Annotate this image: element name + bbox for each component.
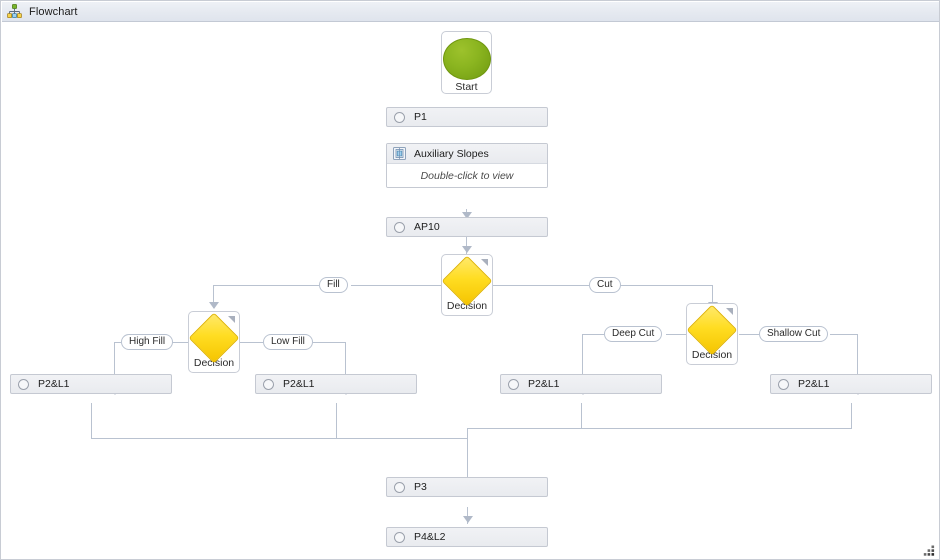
- node-p2l1-shallow-cut[interactable]: P2&L1: [770, 374, 932, 394]
- edge-label-high-fill[interactable]: High Fill: [121, 334, 174, 350]
- connector-deep-cut-down: [582, 334, 583, 394]
- connector-low-fill-a: [240, 342, 263, 343]
- connector-cut-down: [712, 285, 713, 308]
- connector-cut-right-a: [493, 285, 589, 286]
- node-p1-label: P1: [414, 111, 427, 123]
- merge-join-riser: [467, 428, 468, 438]
- auxiliary-slopes-title: Auxiliary Slopes: [414, 147, 489, 160]
- node-status-circle-icon: [394, 481, 405, 493]
- edge-label-cut[interactable]: Cut: [589, 277, 621, 293]
- arrowhead-auxiliary-to-ap10: [462, 212, 472, 219]
- collapse-corner-icon[interactable]: [481, 259, 488, 266]
- flowchart-hierarchy-icon: [7, 4, 22, 19]
- edge-label-cut-text: Cut: [597, 279, 613, 290]
- arrowhead-fill-to-decision-fill: [209, 302, 219, 309]
- arrowhead-p3-to-p4l2: [463, 516, 473, 523]
- decision-node-cut[interactable]: Decision: [686, 303, 738, 365]
- subprocess-icon: [393, 147, 406, 160]
- node-p3[interactable]: P3: [386, 477, 548, 497]
- node-p3-label: P3: [414, 481, 427, 493]
- edge-label-fill[interactable]: Fill: [319, 277, 348, 293]
- node-status-circle-icon: [508, 378, 519, 390]
- node-status-circle-icon: [778, 378, 789, 390]
- resize-grip-icon[interactable]: [923, 544, 935, 556]
- edge-label-deep-cut[interactable]: Deep Cut: [604, 326, 663, 342]
- flowchart-canvas[interactable]: Start P1 Auxiliary Slopes: [2, 22, 939, 559]
- edge-label-fill-text: Fill: [327, 279, 340, 290]
- arrowhead-ap10-to-decision: [462, 246, 472, 253]
- node-p2l1-deep-cut-label: P2&L1: [528, 378, 560, 390]
- node-p2l1-low-fill[interactable]: P2&L1: [255, 374, 417, 394]
- connector-fill-down: [213, 285, 214, 308]
- decision-node-main[interactable]: Decision: [441, 254, 493, 316]
- connector-shallow-cut-b: [830, 334, 857, 335]
- node-status-circle-icon: [263, 378, 274, 390]
- node-p4l2[interactable]: P4&L2: [386, 527, 548, 547]
- decision-node-fill[interactable]: Decision: [188, 311, 240, 373]
- connector-shallow-cut-down: [857, 334, 858, 394]
- merge-rail-right: [467, 428, 852, 429]
- edge-label-shallow-cut-text: Shallow Cut: [767, 328, 821, 339]
- decision-main-label: Decision: [446, 300, 488, 312]
- window-titlebar: Flowchart: [2, 2, 939, 22]
- start-node[interactable]: Start: [441, 31, 492, 94]
- node-p2l1-deep-cut[interactable]: P2&L1: [500, 374, 662, 394]
- merge-down-low-fill: [336, 403, 337, 438]
- node-auxiliary-slopes[interactable]: Auxiliary Slopes Double-click to view: [386, 143, 548, 188]
- node-p1[interactable]: P1: [386, 107, 548, 127]
- edge-label-low-fill-text: Low Fill: [271, 336, 305, 347]
- connector-deep-cut-a: [582, 334, 604, 335]
- merge-down-deep-cut: [581, 403, 582, 428]
- connector-deep-cut-b: [666, 334, 687, 335]
- merge-to-p3: [467, 438, 468, 487]
- connector-p3-to-p4l2: [467, 507, 468, 524]
- connector-ap10-to-decision: [466, 237, 467, 254]
- merge-rail-center: [336, 438, 467, 439]
- connector-shallow-cut-a: [739, 334, 759, 335]
- node-ap10[interactable]: AP10: [386, 217, 548, 237]
- node-p2l1-low-fill-label: P2&L1: [283, 378, 315, 390]
- decision-cut-label: Decision: [691, 349, 733, 361]
- collapse-corner-icon[interactable]: [228, 316, 235, 323]
- connector-low-fill-down: [345, 342, 346, 394]
- edge-label-shallow-cut[interactable]: Shallow Cut: [759, 326, 829, 342]
- connector-fill-left-b: [351, 285, 441, 286]
- merge-rail-left: [91, 438, 337, 439]
- edge-label-high-fill-text: High Fill: [129, 336, 166, 347]
- connector-fill-left-a: [213, 285, 319, 286]
- edge-label-deep-cut-text: Deep Cut: [612, 328, 655, 339]
- start-node-label: Start: [455, 81, 478, 93]
- auxiliary-slopes-header: Auxiliary Slopes: [387, 144, 547, 164]
- connector-high-fill-a: [114, 342, 121, 343]
- node-status-circle-icon: [18, 378, 29, 390]
- connector-high-fill-down: [114, 342, 115, 394]
- connector-high-fill-b: [166, 342, 188, 343]
- auxiliary-slopes-hint: Double-click to view: [420, 169, 514, 182]
- merge-down-shallow-cut: [851, 403, 852, 428]
- node-status-circle-icon: [394, 111, 405, 123]
- edge-label-low-fill[interactable]: Low Fill: [263, 334, 313, 350]
- node-p2l1-shallow-cut-label: P2&L1: [798, 378, 830, 390]
- node-p2l1-high-fill[interactable]: P2&L1: [10, 374, 172, 394]
- window-title: Flowchart: [29, 5, 78, 18]
- merge-down-high-fill: [91, 403, 92, 438]
- connector-cut-right-b: [615, 285, 712, 286]
- node-status-circle-icon: [394, 531, 405, 543]
- node-p4l2-label: P4&L2: [414, 531, 446, 543]
- auxiliary-slopes-body[interactable]: Double-click to view: [387, 164, 547, 187]
- node-ap10-label: AP10: [414, 221, 440, 233]
- node-status-circle-icon: [394, 221, 405, 233]
- start-circle-icon: [442, 38, 491, 80]
- collapse-corner-icon[interactable]: [726, 308, 733, 315]
- connector-low-fill-b: [313, 342, 345, 343]
- node-p2l1-high-fill-label: P2&L1: [38, 378, 70, 390]
- decision-fill-label: Decision: [193, 357, 235, 369]
